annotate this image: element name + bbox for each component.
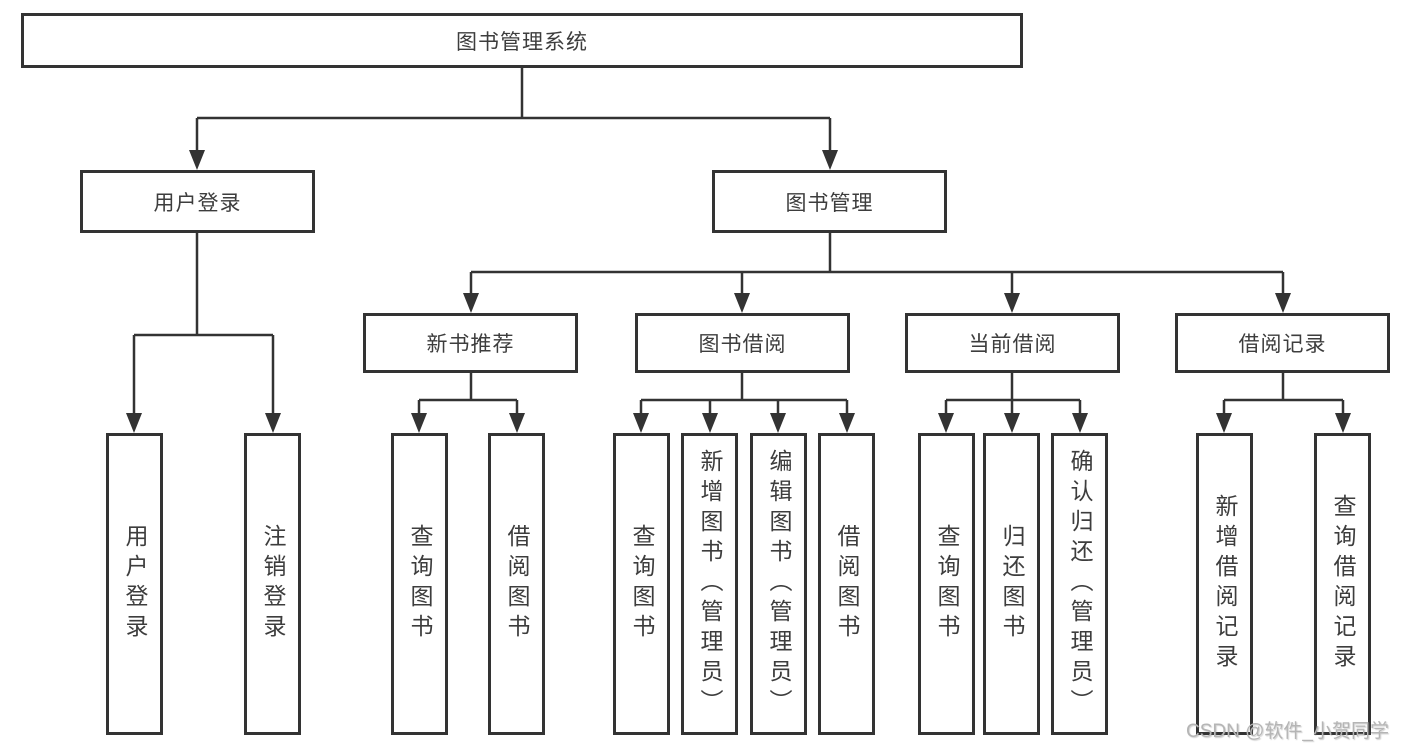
edges-book-mgmt-to-level3 — [463, 233, 1291, 313]
node-root: 图书管理系统 — [21, 13, 1023, 68]
edges-borrow-records-to-leaves — [1216, 373, 1351, 433]
leaf-query-books-borrowing: 查询图书 — [613, 433, 670, 735]
leaf-edit-book-admin: 编辑图书（管理员） — [750, 433, 807, 735]
leaf-borrow-books-recommend: 借阅图书 — [488, 433, 545, 735]
node-user-login: 用户登录 — [80, 170, 315, 233]
leaf-add-book-admin: 新增图书（管理员） — [681, 433, 738, 735]
node-book-borrowing: 图书借阅 — [635, 313, 850, 373]
leaf-logout: 注销登录 — [244, 433, 301, 735]
node-borrowing-records: 借阅记录 — [1175, 313, 1390, 373]
leaf-query-books-recommend: 查询图书 — [391, 433, 448, 735]
edges-book-borrow-to-leaves — [633, 373, 855, 433]
edges-user-login-to-leaves — [126, 233, 281, 433]
leaf-add-borrow-record: 新增借阅记录 — [1196, 433, 1253, 735]
leaf-confirm-return-admin: 确认归还（管理员） — [1051, 433, 1108, 735]
leaf-return-book: 归还图书 — [983, 433, 1040, 735]
node-new-book-recommendation: 新书推荐 — [363, 313, 578, 373]
edges-new-book-rec-to-leaves — [411, 373, 525, 433]
node-book-management: 图书管理 — [712, 170, 947, 233]
leaf-borrow-books-borrowing: 借阅图书 — [818, 433, 875, 735]
leaf-user-login: 用户登录 — [106, 433, 163, 735]
edges-current-borrow-to-leaves — [938, 373, 1088, 433]
leaf-query-books-current: 查询图书 — [918, 433, 975, 735]
node-current-borrowing: 当前借阅 — [905, 313, 1120, 373]
csdn-watermark: CSDN @软件_小贺同学 — [1186, 721, 1389, 742]
edges-root-to-level2 — [189, 68, 838, 170]
leaf-query-borrow-record: 查询借阅记录 — [1314, 433, 1371, 735]
